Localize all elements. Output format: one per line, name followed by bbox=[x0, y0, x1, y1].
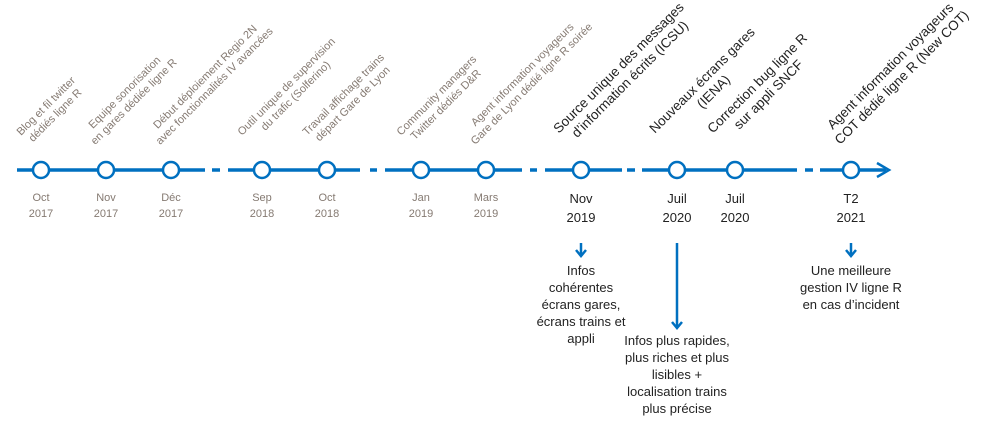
timeline-node bbox=[252, 160, 272, 180]
event-date: Jan 2019 bbox=[391, 190, 451, 222]
timeline-node bbox=[161, 160, 181, 180]
timeline-node bbox=[476, 160, 496, 180]
event-date: T2 2021 bbox=[821, 189, 881, 227]
result-text: Une meilleure gestion IV ligne R en cas … bbox=[800, 263, 902, 312]
date-month: Jan bbox=[412, 192, 430, 204]
timeline-node bbox=[317, 160, 337, 180]
arrow-down-icon bbox=[845, 249, 857, 258]
date-year: 2020 bbox=[662, 210, 692, 225]
event-date: Mars 2019 bbox=[456, 190, 516, 222]
timeline-node bbox=[667, 160, 687, 180]
event-date: Oct 2017 bbox=[11, 190, 71, 222]
timeline-node bbox=[411, 160, 431, 180]
event-date: Oct 2018 bbox=[297, 190, 357, 222]
date-year: 2017 bbox=[28, 208, 54, 220]
timeline-node bbox=[725, 160, 745, 180]
event-date: Déc 2017 bbox=[141, 190, 201, 222]
timeline-node bbox=[571, 160, 591, 180]
date-month: Oct bbox=[318, 192, 336, 204]
timeline-node bbox=[841, 160, 861, 180]
date-month: Oct bbox=[32, 192, 50, 204]
date-year: 2017 bbox=[93, 208, 119, 220]
date-year: 2018 bbox=[249, 208, 275, 220]
timeline-node bbox=[31, 160, 51, 180]
date-year: 2018 bbox=[314, 208, 340, 220]
arrow-head-icon bbox=[876, 161, 892, 179]
date-year: 2019 bbox=[473, 208, 499, 220]
result-text: Infos cohérentes écrans gares, écrans tr… bbox=[536, 263, 626, 346]
date-month: Nov bbox=[569, 191, 593, 206]
arrow-down-icon bbox=[671, 321, 683, 330]
date-month: T2 bbox=[843, 191, 859, 206]
event-date: Nov 2019 bbox=[551, 189, 611, 227]
event-date: Nov 2017 bbox=[76, 190, 136, 222]
date-month: Nov bbox=[96, 192, 116, 204]
date-year: 2021 bbox=[836, 210, 866, 225]
arrow-down-icon bbox=[575, 249, 587, 258]
date-year: 2019 bbox=[566, 210, 596, 225]
event-date: Juil 2020 bbox=[647, 189, 707, 227]
event-date: Sep 2018 bbox=[232, 190, 292, 222]
date-month: Mars bbox=[473, 192, 499, 204]
date-year: 2017 bbox=[158, 208, 184, 220]
date-year: 2020 bbox=[720, 210, 750, 225]
date-month: Juil bbox=[725, 191, 745, 206]
result-text: Infos plus rapides, plus riches et plus … bbox=[624, 333, 730, 416]
event-date: Juil 2020 bbox=[705, 189, 765, 227]
date-month: Juil bbox=[667, 191, 687, 206]
date-year: 2019 bbox=[408, 208, 434, 220]
timeline-node bbox=[96, 160, 116, 180]
date-month: Déc bbox=[161, 192, 181, 204]
date-month: Sep bbox=[252, 192, 272, 204]
